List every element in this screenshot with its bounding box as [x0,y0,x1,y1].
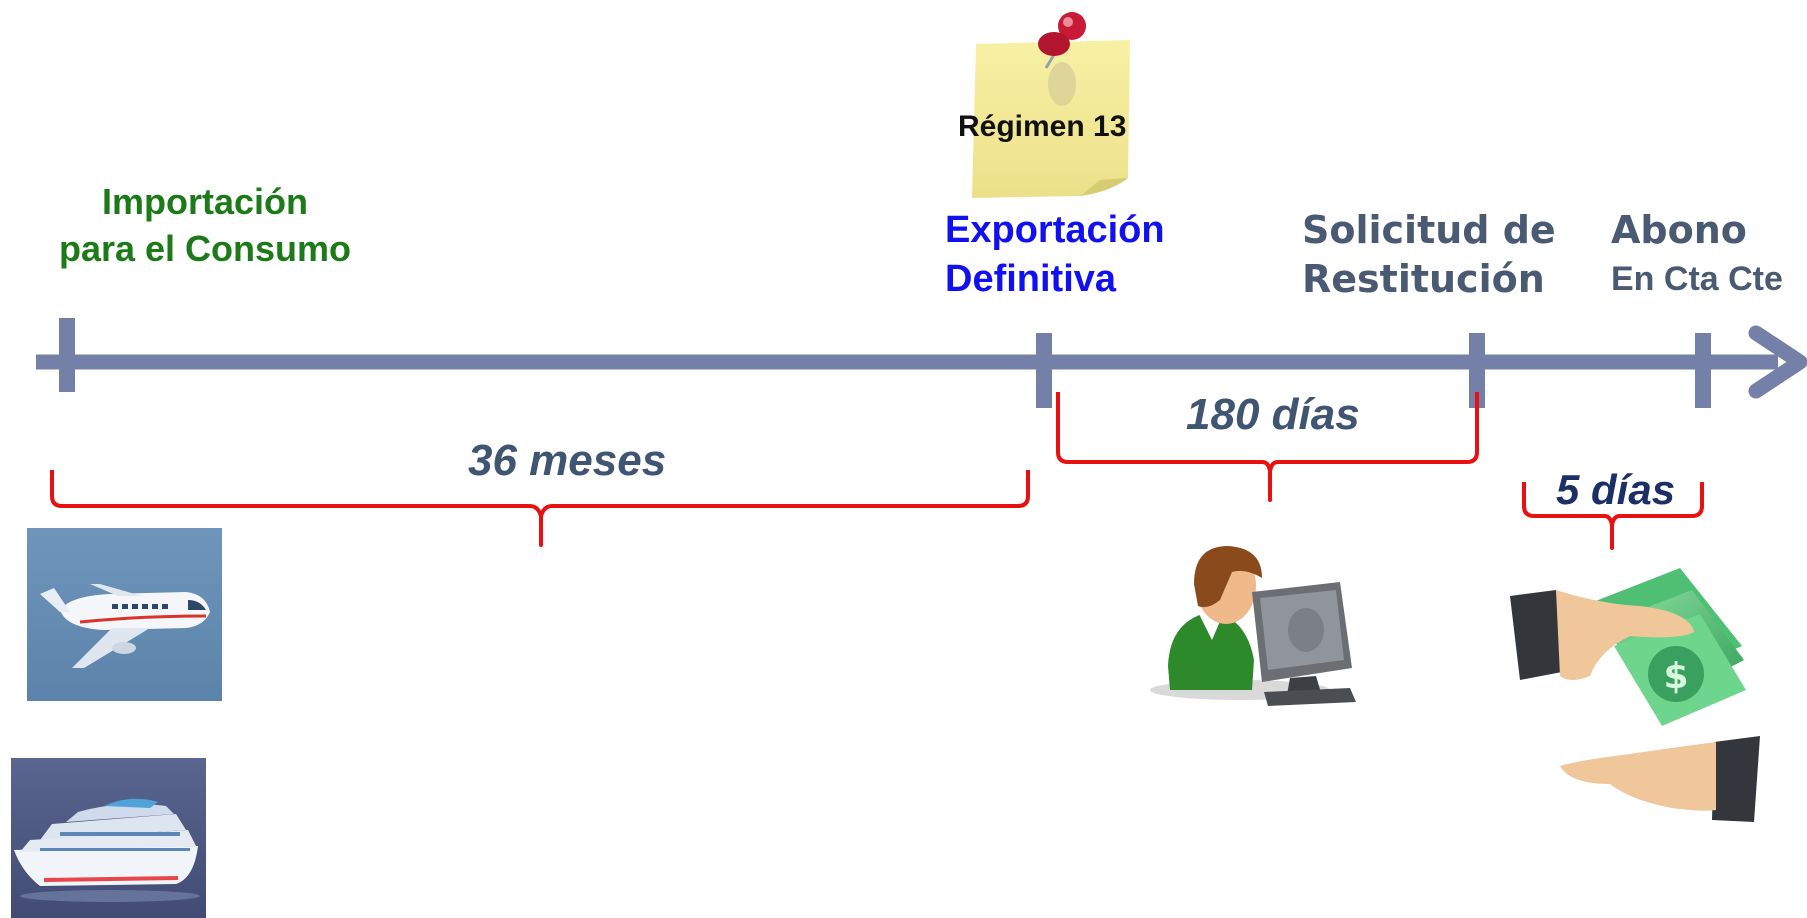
event-importacion-label: Importación para el Consumo [58,181,352,269]
sticky-note [972,40,1130,198]
note-regimen-label: Régimen 13 [958,110,1127,143]
event-exportacion-label: Exportación Definitiva [945,209,1165,301]
period-36-meses-label: 36 meses [468,436,667,485]
money-exchange-hands-icon: $ [1510,568,1760,822]
pushpin-icon [1038,12,1086,69]
event-solicitud-label: Solicitud de Restitución [1302,208,1556,302]
person-at-computer-icon [1150,546,1356,706]
event-abono-label: Abono En Cta Cte [1611,208,1783,299]
airplane-icon [27,528,222,701]
svg-text:$: $ [1663,656,1688,697]
brace-5-dias [1522,482,1704,550]
period-5-dias-label: 5 días [1556,466,1676,513]
period-180-dias-label: 180 días [1186,390,1360,439]
cruise-ship-icon [11,758,206,918]
timeline-axis [36,318,1807,408]
brace-36-meses [50,470,1030,547]
brace-180-dias [1056,392,1479,502]
